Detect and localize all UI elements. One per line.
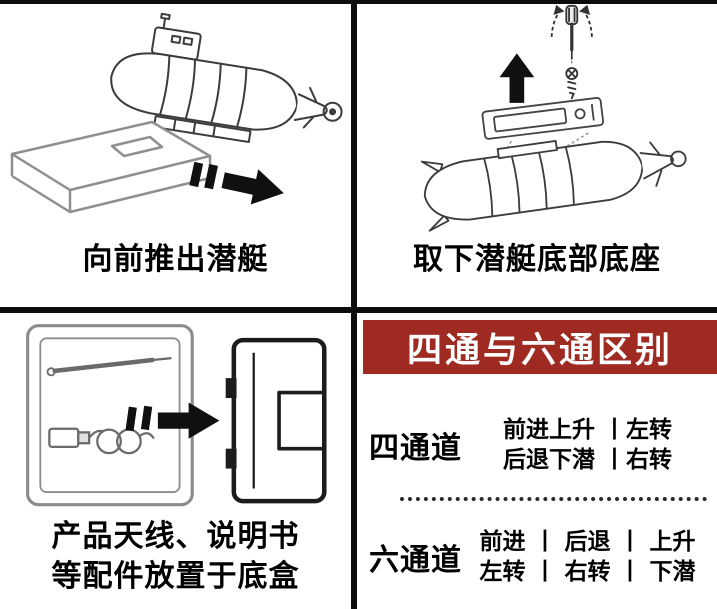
base-box-illustration [10, 120, 212, 214]
screwdriver-icon [565, 4, 579, 60]
vertical-divider-line [351, 0, 357, 609]
push-arrow-icon [189, 161, 284, 205]
remove-base-illustration [420, 4, 687, 232]
caption-push-out: 向前推出潜艇 [82, 242, 269, 277]
top-border-line [0, 0, 717, 4]
submarine-illustration [110, 12, 343, 144]
push-out-illustration [10, 12, 343, 214]
usb-cable-illustration [48, 427, 155, 455]
panel-channel-comparison: 四通与六通区别 四通道 前进上升 丨左转 后退下潜 丨右转 六通道 前进 丨 后… [357, 313, 717, 609]
up-arrow-icon [499, 53, 535, 103]
channel-banner: 四通与六通区别 [363, 320, 717, 374]
panel-remove-base: 取下潜艇底部底座 [357, 4, 717, 307]
horizontal-divider-line [0, 307, 717, 313]
caption-accessories: 产品天线、说明书 等配件放置于底盒 [0, 517, 351, 597]
six-channel-detail: 前进 丨 后退 丨 上升 左转 丨 右转 丨 下潜 [462, 527, 713, 587]
insert-arrow-icon [125, 402, 220, 439]
submarine-underside-illustration [420, 140, 687, 232]
four-channel-detail: 前进上升 丨左转 后退下潜 丨右转 [462, 415, 713, 475]
dotted-divider [400, 497, 707, 501]
panel-accessories: 产品天线、说明书 等配件放置于底盒 [0, 313, 351, 609]
four-channel-row: 四通道 前进上升 丨左转 后退下潜 丨右转 [365, 413, 713, 477]
caption-accessories-line1: 产品天线、说明书 [51, 519, 300, 554]
four-channel-line2: 后退下潜 丨右转 [502, 447, 672, 473]
caption-remove-base: 取下潜艇底部底座 [413, 242, 661, 277]
six-channel-label: 六通道 [369, 543, 462, 578]
four-channel-label: 四通道 [369, 431, 462, 466]
four-channel-line1: 前进上升 丨左转 [502, 417, 672, 443]
six-channel-line2: 左转 丨 右转 丨 下潜 [479, 559, 696, 585]
accessories-illustration [26, 324, 327, 507]
bottom-shell-illustration [225, 337, 327, 504]
base-bracket-illustration [481, 97, 605, 140]
caption-accessories-line2: 等配件放置于底盒 [51, 559, 300, 594]
antenna-illustration [46, 357, 172, 377]
panel-push-out-submarine: 向前推出潜艇 [0, 4, 351, 307]
six-channel-row: 六通道 前进 丨 后退 丨 上升 左转 丨 右转 丨 下潜 [365, 525, 713, 589]
six-channel-line1: 前进 丨 后退 丨 上升 [479, 529, 696, 555]
screw-icon [565, 67, 579, 100]
